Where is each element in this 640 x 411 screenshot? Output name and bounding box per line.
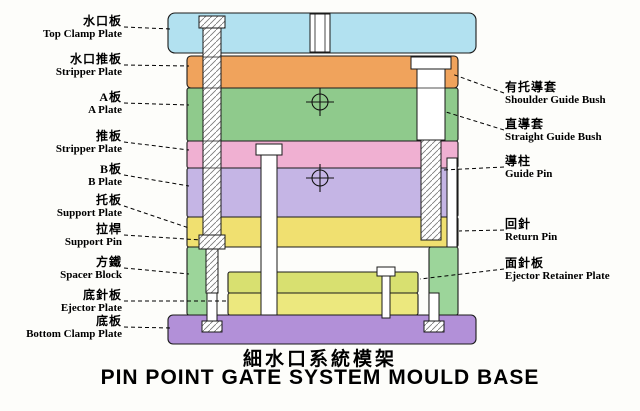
plate-b [186, 167, 459, 218]
label-zh: 底針板 [82, 288, 122, 302]
label-b-plate: B板 B Plate [2, 162, 122, 189]
label-zh: 直導套 [505, 117, 545, 131]
label-spacer-block: 方鐵 Spacer Block [2, 255, 122, 282]
leader-lines [123, 26, 505, 329]
label-zh: 水口推板 [69, 52, 122, 66]
center-puller-pin [255, 143, 283, 316]
label-zh: 水口板 [82, 14, 122, 28]
ejector-bolt-left [201, 292, 223, 333]
guide-pin-rod [420, 139, 442, 241]
label-en: Stripper Plate [55, 143, 122, 155]
label-en: Shoulder Guide Bush [505, 94, 606, 106]
label-guide-pin: 導柱 Guide Pin [505, 154, 637, 181]
label-zh: 方鐵 [95, 255, 122, 269]
crosshair-b-plate [306, 164, 334, 192]
label-en: Straight Guide Bush [505, 131, 602, 143]
label-a-plate: A板 A Plate [2, 90, 122, 117]
label-shoulder-guide-bush: 有托導套 Shoulder Guide Bush [505, 80, 637, 107]
return-pin [446, 157, 458, 248]
stop-bolt [376, 266, 396, 319]
title-chinese: 細水口系統模架 [242, 349, 397, 370]
label-en: Support Pin [64, 236, 122, 248]
label-en: Ejector Retainer Plate [505, 270, 610, 282]
label-zh: 導柱 [505, 154, 532, 168]
label-zh: 推板 [95, 129, 122, 143]
title-english: PIN POINT GATE SYSTEM MOULD BASE [100, 366, 540, 389]
clamp-bolt-right [423, 292, 445, 333]
label-zh: 有托導套 [505, 80, 558, 94]
label-en: Spacer Block [60, 269, 122, 281]
label-return-pin: 回針 Return Pin [505, 217, 637, 244]
label-en: B Plate [88, 176, 122, 188]
label-stripper-plate: 推板 Stripper Plate [2, 129, 122, 156]
plate-support [186, 216, 459, 248]
label-straight-guide-bush: 直導套 Straight Guide Bush [505, 117, 637, 144]
label-en: A Plate [88, 104, 122, 116]
label-en: Guide Pin [505, 168, 553, 180]
label-zh: 面針板 [505, 256, 545, 270]
label-en: Ejector Plate [60, 302, 122, 314]
support-pin [198, 15, 226, 294]
plate-stripper [186, 140, 459, 169]
crosshair-a-plate [306, 88, 334, 116]
label-zh: B板 [99, 162, 122, 176]
sprue-channel [309, 13, 331, 53]
label-support-pin: 拉桿 Support Pin [2, 222, 122, 249]
plate-bottom-clamp [167, 314, 477, 345]
label-en: Stripper Plate [55, 66, 122, 78]
label-zh: 回針 [505, 217, 532, 231]
label-stripper-plate-top: 水口推板 Stripper Plate [2, 52, 122, 79]
label-ejector-retainer-plate: 面針板 Ejector Retainer Plate [505, 256, 637, 283]
label-en: Return Pin [505, 231, 558, 243]
guide-bush-assembly [410, 56, 452, 241]
label-top-clamp-plate: 水口板 Top Clamp Plate [2, 14, 122, 41]
label-ejector-plate: 底針板 Ejector Plate [2, 288, 122, 315]
label-support-plate: 托板 Support Plate [2, 193, 122, 220]
label-en: Bottom Clamp Plate [26, 328, 122, 340]
label-zh: A板 [99, 90, 122, 104]
label-en: Top Clamp Plate [42, 28, 122, 40]
label-zh: 托板 [95, 193, 122, 207]
label-zh: 拉桿 [95, 222, 122, 236]
label-en: Support Plate [56, 207, 122, 219]
label-zh: 底板 [95, 314, 122, 328]
label-bottom-clamp-plate: 底板 Bottom Clamp Plate [2, 314, 122, 341]
